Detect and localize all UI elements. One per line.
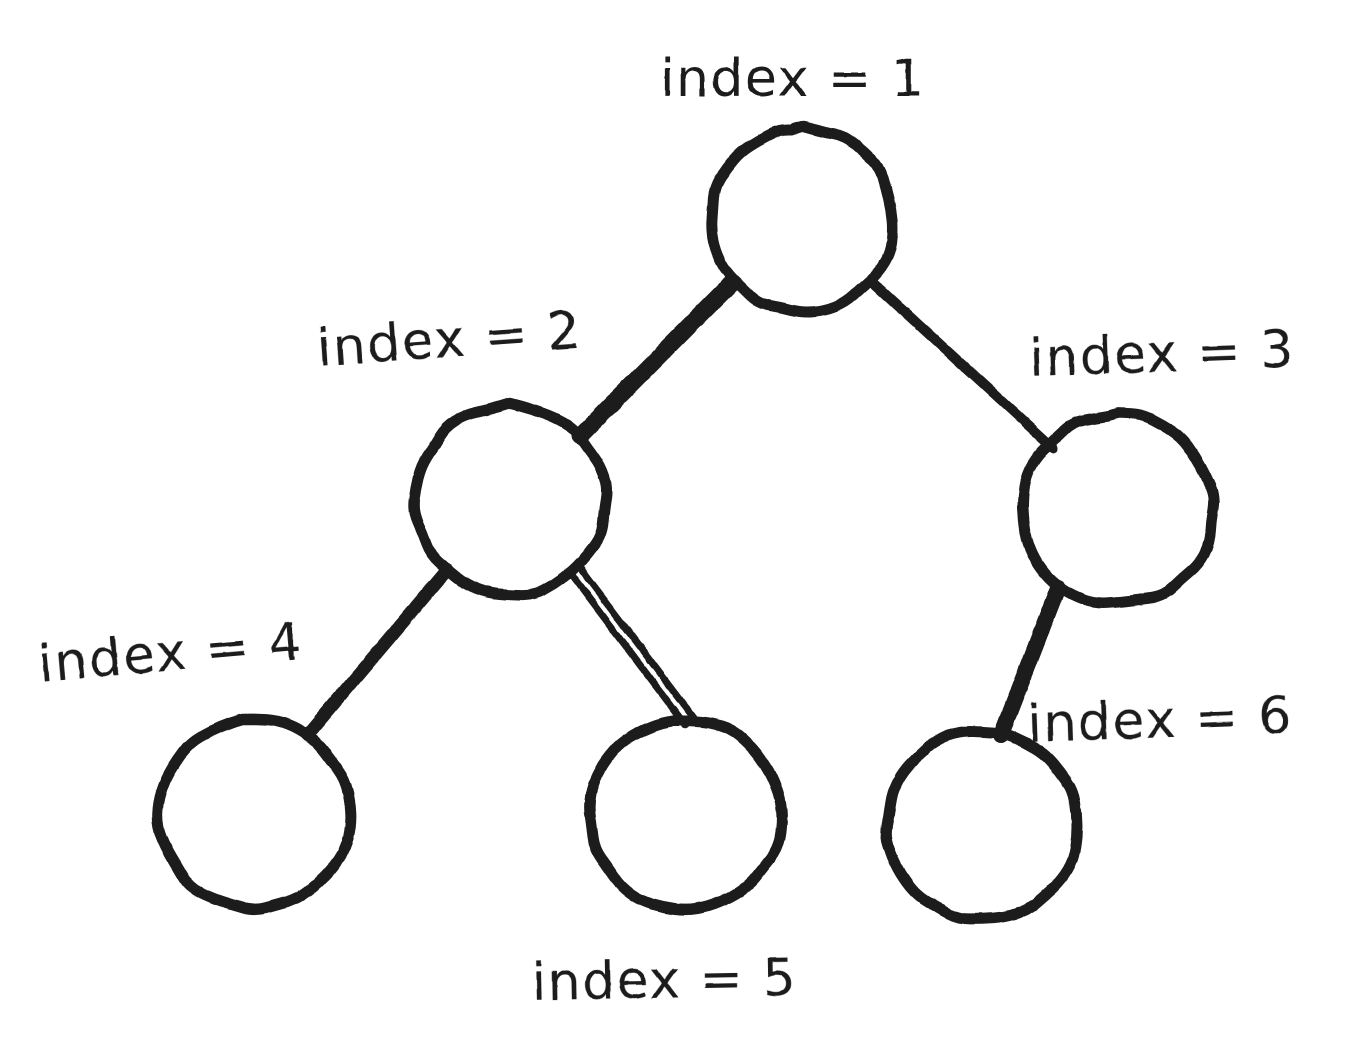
node-2-circle[interactable] (408, 397, 613, 601)
node-5-circle[interactable] (584, 715, 788, 916)
edge-2-5 (567, 563, 698, 729)
node-5-label: index = 5 (531, 948, 797, 1013)
node-4-label: index = 4 (36, 612, 306, 695)
edge-2-4 (302, 563, 454, 740)
node-4[interactable] (151, 713, 357, 916)
node-6-circle[interactable] (880, 725, 1083, 925)
edge-3-6-stroke (993, 580, 1066, 743)
node-2-label: index = 2 (315, 301, 584, 379)
node-5[interactable] (584, 715, 788, 916)
edge-3-6 (993, 580, 1066, 743)
node-3-circle[interactable] (1017, 407, 1220, 609)
node-6-label: index = 6 (1026, 686, 1293, 755)
edge-1-3-stroke (866, 276, 1058, 453)
node-4-circle[interactable] (151, 713, 357, 916)
node-1[interactable] (706, 120, 898, 318)
edge-1-2-stroke (571, 275, 740, 445)
node-1-circle[interactable] (706, 120, 898, 318)
edge-1-3 (866, 276, 1058, 453)
edge-2-5-stroke-1 (575, 563, 698, 723)
node-3-label: index = 3 (1028, 320, 1295, 389)
edge-2-5-stroke-2 (567, 569, 690, 729)
node-6[interactable] (880, 725, 1083, 925)
node-2[interactable] (408, 397, 613, 601)
edges-layer (302, 275, 1066, 743)
node-1-label: index = 1 (660, 49, 925, 109)
node-3[interactable] (1017, 407, 1220, 609)
labels-layer: index = 1 index = 2 index = 3 index = 4 inde… (36, 49, 1296, 1013)
edge-1-2 (571, 275, 740, 445)
edge-2-4-stroke (302, 563, 454, 740)
nodes-layer (151, 120, 1220, 925)
